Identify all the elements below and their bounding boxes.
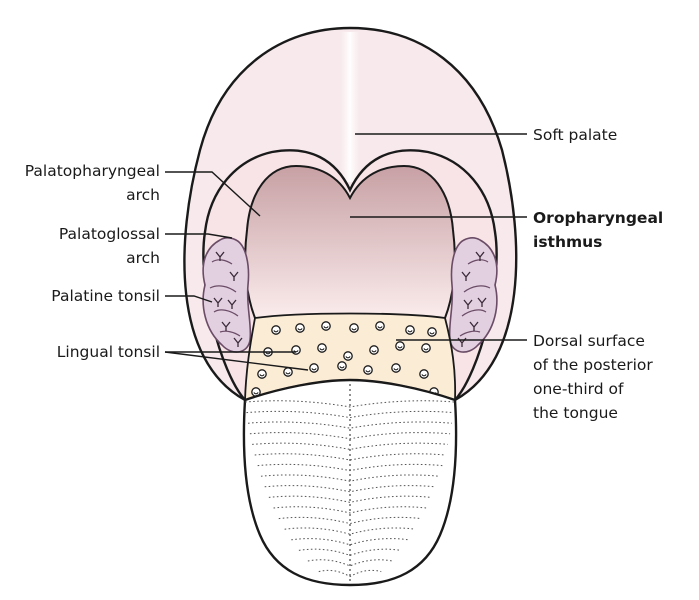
lingual-tonsil-nodule [337,361,347,371]
tongue-surface-line [245,400,455,408]
label-palatine-tonsil: Palatine tonsil [51,287,160,305]
lingual-tonsil-nodule [369,345,379,355]
label-soft-palate: Soft palate [533,126,617,144]
tongue-surface-line [252,442,448,450]
palatine-raphe [340,32,360,182]
label-lingual-tonsil: Lingual tonsil [57,343,160,361]
lingual-tonsil-nodule [257,369,267,379]
label-palatopharyngeal-arch-line1: Palatopharyngeal [25,162,160,180]
palatine-tonsil-left [202,236,252,353]
tongue-surface-line [318,569,382,578]
lingual-tonsil-nodule [343,351,353,361]
lingual-tonsil-nodule [395,341,405,351]
lingual-tonsil-nodule [321,321,331,331]
tongue-surface-line [278,516,422,525]
tongue-surface-line [254,453,446,461]
label-oropharyngeal-isthmus-line1: Oropharyngeal [533,209,663,227]
label-palatopharyngeal-arch-line2: arch [126,186,160,204]
anterior-tongue [242,378,458,587]
lingual-tonsil-nodule [271,325,281,335]
lingual-tonsil-nodule [405,325,415,335]
label-palatoglossal-arch-line2: arch [126,249,160,267]
tongue-surface-line [284,527,416,535]
label-dorsal-surface-line3: one-third of [533,380,624,398]
label-dorsal-surface-line2: of the posterior [533,356,653,374]
lingual-tonsil-nodule [375,321,385,331]
lingual-tonsil-nodule [391,363,401,373]
tongue-surface-line [273,506,427,514]
lingual-tonsil-nodule [419,369,429,379]
label-dorsal-surface-line1: Dorsal surface [533,332,645,350]
tongue-surface-line [298,548,402,556]
tongue-surface-line [260,474,440,482]
lingual-tonsil-nodule [291,345,301,355]
lingual-tonsil-nodule [295,323,305,333]
lingual-tonsil-nodule [427,327,437,337]
lingual-tonsil-nodule [349,323,359,333]
lingual-tonsil-nodule [421,343,431,353]
tongue-surface-line [249,432,451,440]
lingual-tonsil-nodule [317,343,327,353]
lingual-tonsil-nodules [251,321,439,397]
lingual-tonsil-nodule [309,363,319,373]
tongue-surface-line [268,495,432,503]
leader-lines [164,133,527,371]
label-oropharyngeal-isthmus-line2: isthmus [533,233,602,251]
lingual-tonsil-nodule [363,365,373,375]
tongue-surface-line [291,538,409,546]
label-palatoglossal-arch-line1: Palatoglossal [59,225,160,243]
lingual-tonsil-nodule [283,367,293,377]
label-dorsal-surface-line4: the tongue [533,404,618,422]
tongue-surface-line [307,559,393,567]
tongue-surface-line [246,410,454,419]
